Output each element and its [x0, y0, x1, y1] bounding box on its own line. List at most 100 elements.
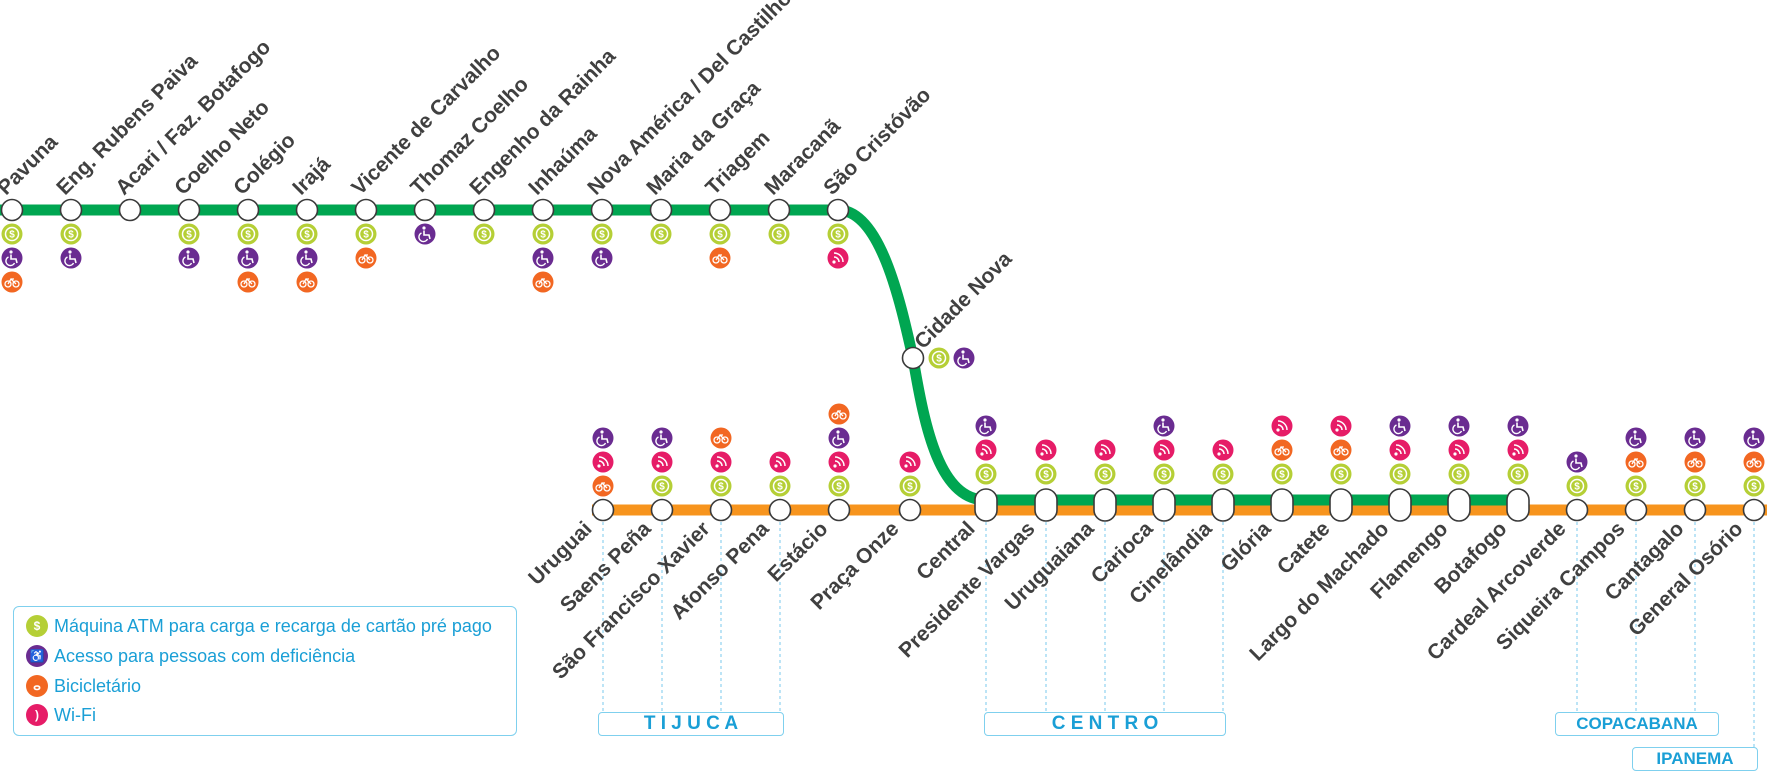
- station-saens-pena[interactable]: [650, 498, 674, 522]
- station-cidade-nova[interactable]: [901, 346, 925, 370]
- atm-icon: $: [899, 475, 921, 497]
- svg-text:$: $: [1102, 470, 1108, 481]
- atm-icon: $: [591, 223, 613, 245]
- station-uruguai[interactable]: [591, 498, 615, 522]
- wifi-icon: [1094, 439, 1116, 461]
- district-tijuca: T I J U C A: [598, 712, 784, 736]
- station-botafogo[interactable]: [1506, 488, 1530, 522]
- atm-icon: $: [532, 223, 554, 245]
- station-central[interactable]: [974, 488, 998, 522]
- station-uruguaiana[interactable]: [1093, 488, 1117, 522]
- atm-icon: $: [1212, 463, 1234, 485]
- station-pavuna[interactable]: [0, 198, 24, 222]
- svg-text:$: $: [68, 230, 74, 241]
- station-maracana[interactable]: [767, 198, 791, 222]
- atm-icon: $: [1271, 463, 1293, 485]
- station-afonso-pena[interactable]: [768, 498, 792, 522]
- station-flamengo[interactable]: [1447, 488, 1471, 522]
- district-guide-lines: [602, 522, 1755, 748]
- station-triagem[interactable]: [708, 198, 732, 222]
- svg-text:$: $: [1751, 482, 1757, 493]
- svg-text:$: $: [1279, 470, 1285, 481]
- svg-text:$: $: [659, 482, 665, 493]
- svg-text:$: $: [836, 482, 842, 493]
- station-cantagalo[interactable]: [1683, 498, 1707, 522]
- station-cinelandia[interactable]: [1211, 488, 1235, 522]
- atm-icon: $: [1330, 463, 1352, 485]
- atm-icon: $: [26, 615, 48, 637]
- legend-wifi-label: Wi-Fi: [54, 704, 96, 725]
- bicycle-icon: [1, 271, 23, 293]
- svg-text:$: $: [540, 230, 546, 241]
- atm-icon: $: [1566, 475, 1588, 497]
- accessibility-icon: [1389, 415, 1411, 437]
- legend-accessibility-label: Acesso para pessoas com deficiência: [54, 645, 356, 666]
- station-presidente-vargas[interactable]: [1034, 488, 1058, 522]
- svg-text:$: $: [363, 230, 369, 241]
- station-general-osorio[interactable]: [1742, 498, 1766, 522]
- station-eng-rubens-paiva[interactable]: [59, 198, 83, 222]
- station-estacio[interactable]: [827, 498, 851, 522]
- bicycle-icon: [592, 475, 614, 497]
- svg-text:$: $: [1515, 470, 1521, 481]
- bicycle-icon: [296, 271, 318, 293]
- svg-text:$: $: [186, 230, 192, 241]
- atm-icon: $: [975, 463, 997, 485]
- svg-text:$: $: [1043, 470, 1049, 481]
- svg-text:$: $: [718, 482, 724, 493]
- legend-bicycle: ⴰ Bicicletário: [26, 674, 141, 698]
- svg-text:$: $: [1574, 482, 1580, 493]
- accessibility-icon: [1, 247, 23, 269]
- svg-text:$: $: [936, 354, 942, 365]
- station-label-sao-cristovao: São Cristóvão: [819, 83, 935, 199]
- atm-icon: $: [473, 223, 495, 245]
- atm-icon: $: [1684, 475, 1706, 497]
- station-sao-francisco-xavier[interactable]: [709, 498, 733, 522]
- wifi-icon: [1153, 439, 1175, 461]
- atm-icon: $: [1625, 475, 1647, 497]
- station-coelho-neto[interactable]: [177, 198, 201, 222]
- atm-icon: $: [828, 475, 850, 497]
- svg-text:$: $: [1220, 470, 1226, 481]
- atm-icon: $: [1, 223, 23, 245]
- atm-icon: $: [651, 475, 673, 497]
- bicycle-icon: [709, 247, 731, 269]
- station-carioca[interactable]: [1152, 488, 1176, 522]
- station-nova-america-del-castilho[interactable]: [590, 198, 614, 222]
- wifi-icon: [710, 451, 732, 473]
- station-inhauma[interactable]: [531, 198, 555, 222]
- wifi-icon: [1271, 415, 1293, 437]
- atm-icon: $: [1153, 463, 1175, 485]
- station-gloria[interactable]: [1270, 488, 1294, 522]
- station-engenho-da-rainha[interactable]: [472, 198, 496, 222]
- bicycle-icon: [1625, 451, 1647, 473]
- wifi-icon: [1330, 415, 1352, 437]
- wifi-icon: [592, 451, 614, 473]
- station-largo-do-machado[interactable]: [1388, 488, 1412, 522]
- station-praca-onze[interactable]: [898, 498, 922, 522]
- station-acari-faz-botafogo[interactable]: [118, 198, 142, 222]
- stations: [0, 198, 1766, 522]
- svg-text:$: $: [1161, 470, 1167, 481]
- station-catete[interactable]: [1329, 488, 1353, 522]
- atm-icon: $: [178, 223, 200, 245]
- atm-icon: $: [1389, 463, 1411, 485]
- accessibility-icon: [975, 415, 997, 437]
- district-centro: C E N T R O: [984, 712, 1226, 736]
- station-iraja[interactable]: [295, 198, 319, 222]
- accessibility-icon: [532, 247, 554, 269]
- station-siqueira-campos[interactable]: [1624, 498, 1648, 522]
- station-label-gloria: Glória: [1216, 517, 1275, 576]
- accessibility-icon: [178, 247, 200, 269]
- station-sao-cristovao[interactable]: [826, 198, 850, 222]
- station-thomaz-coelho[interactable]: [413, 198, 437, 222]
- bicycle-icon: ⴰ: [26, 675, 48, 697]
- station-colegio[interactable]: [236, 198, 260, 222]
- station-cardeal-arcoverde[interactable]: [1565, 498, 1589, 522]
- accessibility-icon: [414, 223, 436, 245]
- station-vicente-de-carvalho[interactable]: [354, 198, 378, 222]
- station-maria-da-graca[interactable]: [649, 198, 673, 222]
- atm-icon: $: [709, 223, 731, 245]
